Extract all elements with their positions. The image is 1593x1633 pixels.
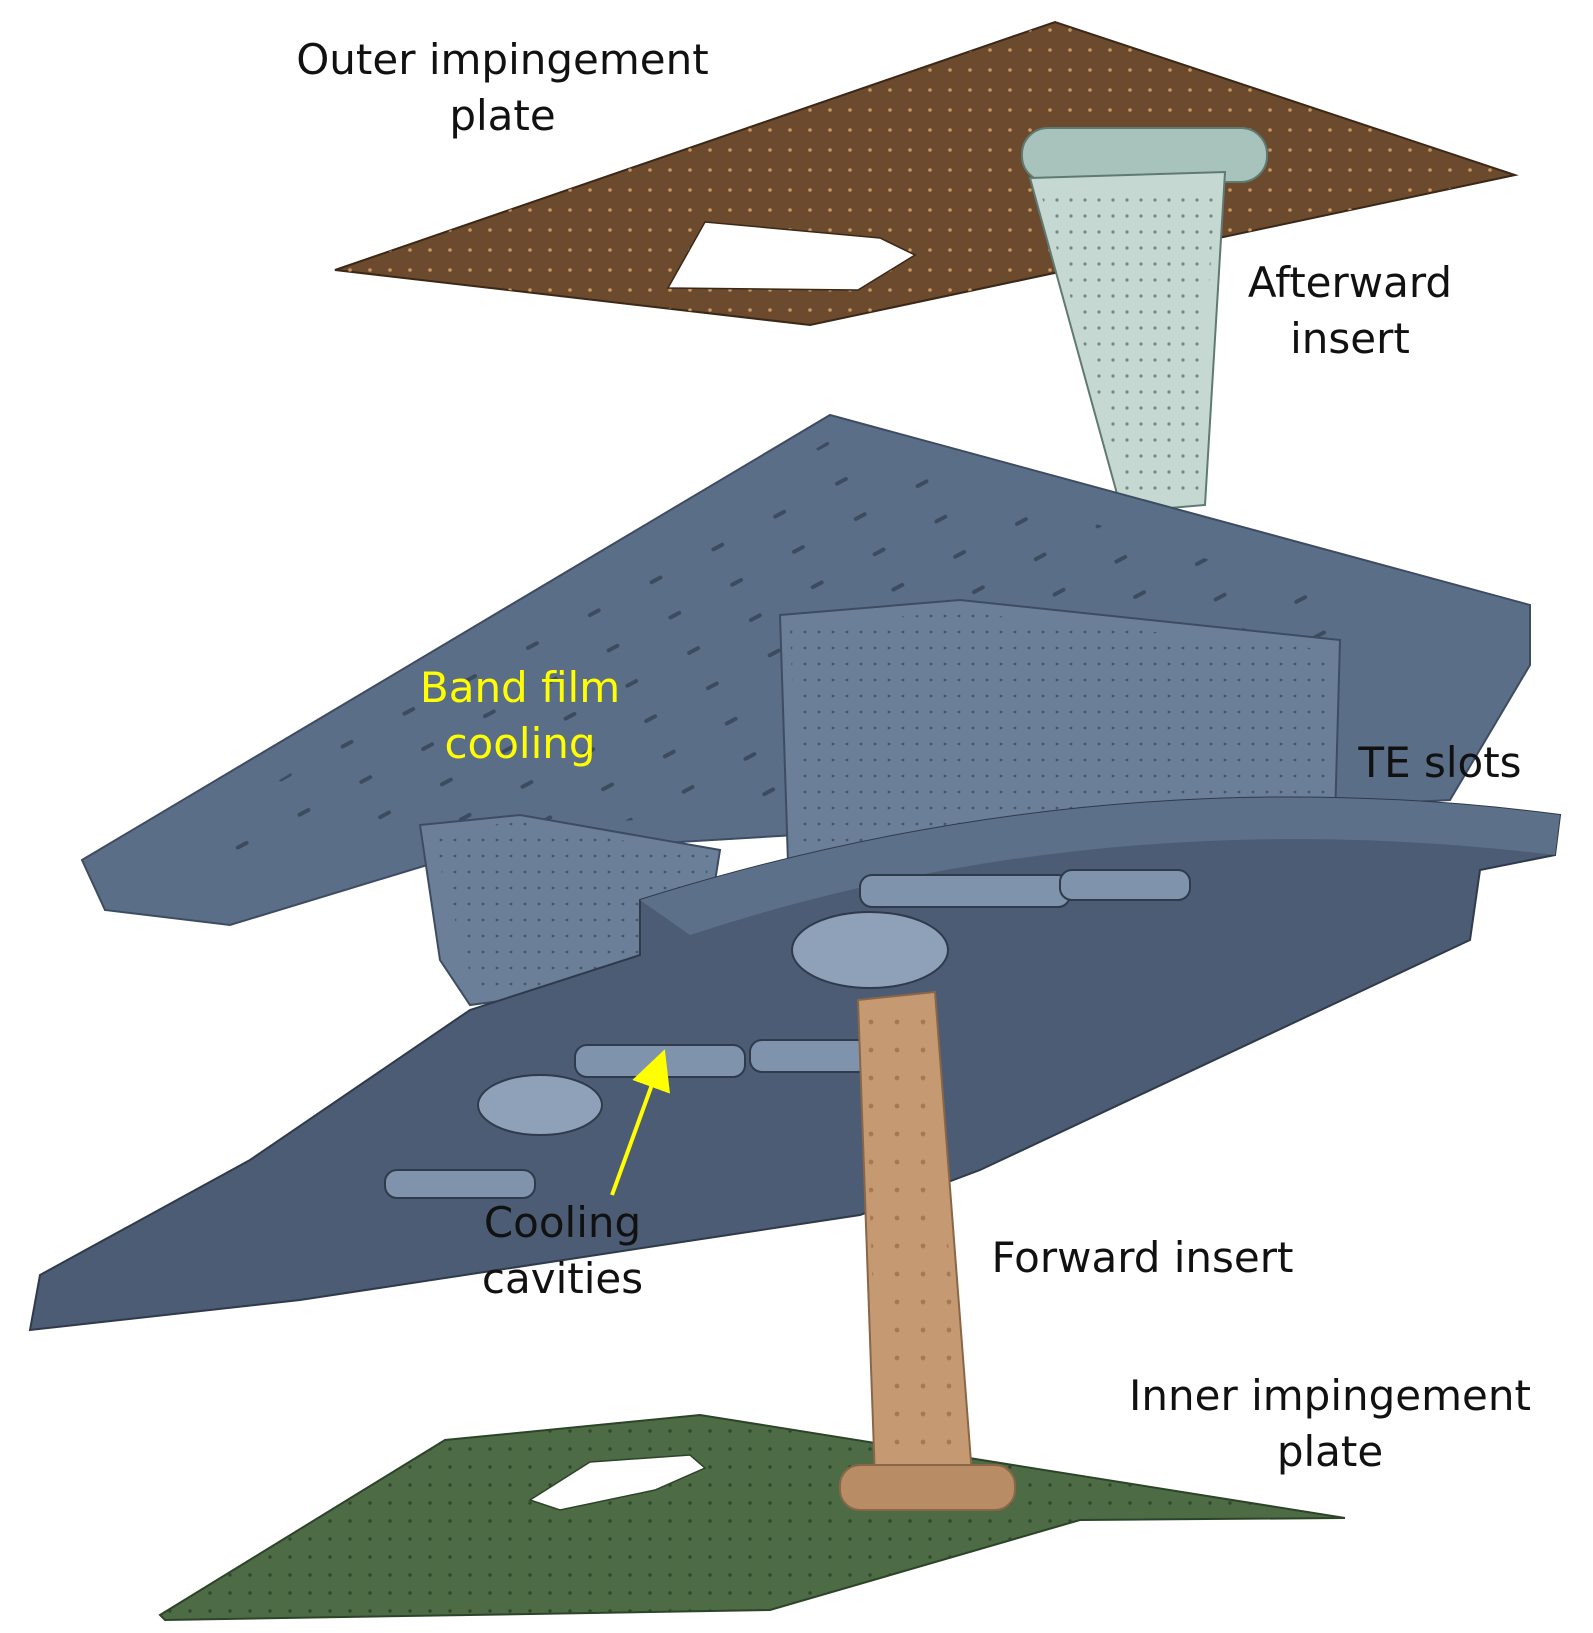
forward-insert	[839, 990, 1016, 1511]
afterward-insert	[1021, 127, 1268, 514]
label-inner-impingement-plate: Inner impingement plate	[1100, 1368, 1560, 1480]
label-cooling-cavities: Cooling cavities	[450, 1195, 675, 1307]
label-band-film-cooling: Band film cooling	[400, 660, 640, 772]
cooling-cavity	[1059, 869, 1191, 901]
nozzle-vane-body	[28, 413, 1562, 1332]
forward-insert-flange	[839, 1464, 1016, 1511]
afterward-insert-holes	[1040, 186, 1215, 500]
label-afterward-insert-line2: insert	[1290, 314, 1410, 363]
label-outer-impingement-plate: Outer impingement plate	[280, 32, 725, 144]
inner-impingement-plate	[158, 1413, 1346, 1622]
outer-band-film-holes	[150, 440, 1400, 860]
cooling-cavity	[749, 1039, 871, 1073]
label-forward-insert-line1: Forward insert	[991, 1233, 1294, 1282]
cooling-cavities-arrow	[610, 1049, 670, 1196]
label-afterward-insert-line1: Afterward	[1247, 258, 1453, 307]
label-afterward-insert: Afterward insert	[1230, 255, 1470, 367]
outer-plate-cutout	[666, 221, 917, 291]
label-outer-impingement-plate-line2: plate	[449, 91, 556, 140]
label-inner-impingement-plate-line1: Inner impingement	[1129, 1371, 1531, 1420]
forward-insert-holes	[862, 998, 965, 1475]
inner-plate-cutout	[528, 1454, 707, 1511]
label-te-slots: TE slots	[1350, 735, 1530, 791]
label-outer-impingement-plate-line1: Outer impingement	[296, 35, 709, 84]
inner-plate-holes	[160, 1415, 1345, 1620]
label-te-slots-line1: TE slots	[1358, 738, 1522, 787]
label-band-film-cooling-line1: Band film	[419, 663, 621, 712]
cooling-cavity	[859, 874, 1071, 908]
cooling-cavity	[384, 1169, 536, 1199]
label-forward-insert: Forward insert	[975, 1230, 1310, 1286]
label-cooling-cavities-line2: cavities	[481, 1254, 644, 1303]
inner-band-rail	[640, 797, 1560, 935]
label-inner-impingement-plate-line2: plate	[1276, 1427, 1384, 1476]
label-band-film-cooling-line2: cooling	[444, 719, 596, 768]
cooling-cavity	[477, 1074, 603, 1136]
cooling-cavity	[574, 1044, 746, 1078]
label-cooling-cavities-line1: Cooling	[483, 1198, 642, 1247]
outer-impingement-plate	[334, 20, 1519, 327]
cooling-cavity	[791, 911, 949, 989]
outer-plate-holes	[335, 22, 1515, 325]
